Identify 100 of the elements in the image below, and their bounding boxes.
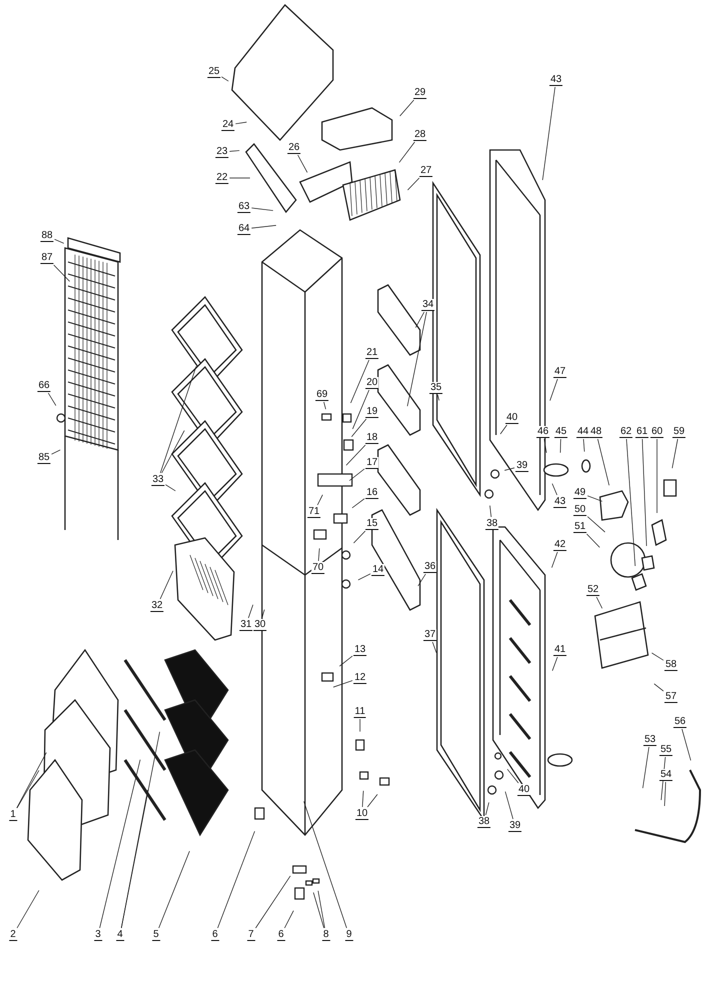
callout-number: 33	[151, 474, 165, 486]
leader-line	[53, 264, 70, 282]
callout-number: 60	[650, 426, 664, 438]
leader-line	[660, 756, 666, 800]
leader-line	[352, 390, 370, 430]
leader-line	[121, 789, 148, 928]
callout-number: 7	[247, 929, 255, 941]
callout-number: 1	[9, 809, 17, 821]
callout-number: 39	[515, 460, 529, 472]
callout-number: 32	[150, 600, 164, 612]
callout-number: 16	[365, 487, 379, 499]
callout-number: 71	[307, 506, 321, 518]
leader-line	[507, 768, 519, 784]
leader-line	[297, 154, 308, 173]
leader-line	[672, 438, 678, 469]
leader-line	[597, 438, 610, 486]
callout-number: 24	[221, 119, 235, 131]
callout-number: 8	[322, 929, 330, 941]
callout-number: 88	[40, 230, 54, 242]
leader-line	[362, 790, 364, 808]
leader-line	[418, 574, 426, 586]
callout-number: 30	[253, 619, 267, 631]
callout-number: 46	[536, 426, 550, 438]
leader-line	[398, 142, 416, 163]
leader-line	[323, 402, 326, 410]
leader-line	[255, 876, 291, 928]
leader-line	[229, 150, 240, 152]
leader-line	[586, 534, 600, 548]
callout-number: 17	[365, 457, 379, 469]
leader-line	[550, 378, 558, 402]
callout-number: 2	[9, 929, 17, 941]
callout-number: 63	[237, 201, 251, 213]
callout-number: 49	[573, 487, 587, 499]
callout-number: 38	[485, 518, 499, 530]
leader-line	[235, 122, 247, 124]
callout-number: 37	[423, 629, 437, 641]
callout-number: 42	[553, 539, 567, 551]
leader-line	[165, 484, 176, 492]
callout-number: 19	[365, 406, 379, 418]
leader-line	[346, 444, 366, 466]
leader-line	[682, 728, 692, 761]
callout-number: 57	[664, 691, 678, 703]
leader-line	[437, 394, 440, 401]
leader-line	[160, 570, 174, 600]
callout-number: 54	[659, 769, 673, 781]
leader-line	[432, 642, 437, 654]
callout-number: 23	[215, 146, 229, 158]
callout-number: 11	[354, 706, 366, 718]
leader-line	[284, 910, 294, 928]
callout-number: 44	[576, 426, 590, 438]
leader-line	[500, 424, 508, 434]
leader-line	[221, 76, 229, 82]
callout-number: 39	[508, 820, 522, 832]
leader-line	[415, 312, 425, 328]
leader-line	[560, 438, 562, 454]
callout-number: 85	[37, 452, 51, 464]
callout-number: 38	[477, 816, 491, 828]
leader-line	[490, 505, 492, 518]
leader-line	[350, 360, 370, 404]
callout-number: 47	[553, 366, 567, 378]
leader-line	[407, 312, 427, 407]
leader-line	[587, 495, 603, 502]
leader-line	[504, 468, 515, 471]
leader-line	[656, 438, 658, 514]
callout-number: 18	[365, 432, 379, 444]
leader-line	[303, 801, 347, 928]
callout-number: 6	[211, 929, 219, 941]
callout-number: 20	[365, 377, 379, 389]
leader-line	[542, 86, 556, 180]
leader-line	[16, 890, 40, 928]
leader-line	[99, 759, 141, 928]
leader-line	[352, 498, 365, 508]
callout-number: 36	[423, 561, 437, 573]
callout-number: 6	[277, 929, 285, 941]
leader-line	[339, 656, 353, 667]
callout-number: 34	[421, 299, 435, 311]
callout-number: 10	[355, 808, 369, 820]
leader-line	[54, 238, 64, 244]
leader-line	[353, 530, 366, 544]
leader-line	[161, 430, 185, 474]
callout-number: 48	[589, 426, 603, 438]
callout-number: 43	[549, 74, 563, 86]
leader-line	[251, 208, 274, 211]
leader-line	[51, 450, 61, 455]
callout-number: 53	[643, 734, 657, 746]
leader-line	[160, 366, 197, 474]
leader-line	[158, 850, 190, 928]
callout-number: 15	[365, 518, 379, 530]
leader-line	[544, 438, 547, 454]
leader-line	[313, 892, 324, 928]
callout-number: 69	[315, 389, 329, 401]
leader-line	[217, 830, 256, 928]
leader-line	[16, 770, 40, 808]
leader-line	[651, 652, 664, 661]
callout-number: 43	[553, 496, 567, 508]
callout-number: 3	[94, 929, 102, 941]
leader-line	[349, 468, 365, 481]
leader-line	[654, 683, 664, 692]
callout-number: 40	[517, 784, 531, 796]
callout-number: 66	[37, 380, 51, 392]
